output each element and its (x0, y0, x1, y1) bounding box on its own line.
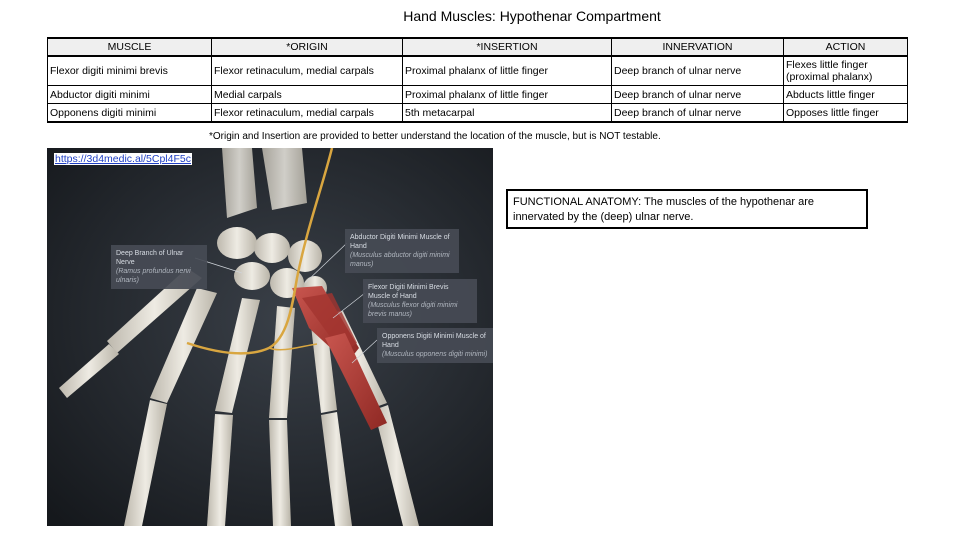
header-action: ACTION (783, 37, 908, 57)
callout-flexor-digiti-minimi-brevis: Flexor Digiti Minimi Brevis Muscle of Ha… (363, 279, 477, 323)
callout-subtitle: (Ramus profundus nervi ulnaris) (116, 268, 191, 284)
cell-action: Flexes little finger (proximal phalanx) (783, 55, 908, 86)
cell-insertion: Proximal phalanx of little finger (402, 85, 612, 104)
muscle-table: MUSCLE *ORIGIN *INSERTION INNERVATION AC… (47, 37, 908, 123)
cell-origin: Flexor retinaculum, medial carpals (211, 55, 403, 86)
cell-muscle: Flexor digiti minimi brevis (47, 55, 212, 86)
cell-origin: Flexor retinaculum, medial carpals (211, 103, 403, 123)
callout-deep-branch-ulnar-nerve: Deep Branch of Ulnar Nerve (Ramus profun… (111, 245, 207, 289)
page-title: Hand Muscles: Hypothenar Compartment (403, 8, 661, 24)
hand-anatomy-image: Deep Branch of Ulnar Nerve (Ramus profun… (47, 148, 493, 526)
table-row: Flexor digiti minimi brevis Flexor retin… (47, 55, 908, 86)
callout-title: Opponens Digiti Minimi Muscle of Hand (382, 333, 486, 349)
callout-subtitle: (Musculus abductor digiti minimi manus) (350, 252, 450, 268)
reference-link[interactable]: https://3d4medic.al/5Cpl4F5c (54, 153, 192, 165)
callout-title: Abductor Digiti Minimi Muscle of Hand (350, 234, 450, 250)
cell-muscle: Abductor digiti minimi (47, 85, 212, 104)
cell-insertion: Proximal phalanx of little finger (402, 55, 612, 86)
opponens-muscle (325, 333, 387, 430)
cell-insertion: 5th metacarpal (402, 103, 612, 123)
cell-action: Abducts little finger (783, 85, 908, 104)
footnote: *Origin and Insertion are provided to be… (209, 131, 661, 142)
cell-innervation: Deep branch of ulnar nerve (611, 103, 784, 123)
callout-subtitle: (Musculus flexor digiti minimi brevis ma… (368, 302, 458, 318)
callout-subtitle: (Musculus opponens digiti minimi) (382, 351, 488, 358)
callout-title: Flexor Digiti Minimi Brevis Muscle of Ha… (368, 284, 449, 300)
cell-muscle: Opponens digiti minimi (47, 103, 212, 123)
cell-action: Opposes little finger (783, 103, 908, 123)
table-row: Opponens digiti minimi Flexor retinaculu… (47, 103, 908, 123)
header-muscle: MUSCLE (47, 37, 212, 57)
cell-origin: Medial carpals (211, 85, 403, 104)
functional-anatomy-box: FUNCTIONAL ANATOMY: The muscles of the h… (506, 189, 868, 229)
callout-opponens-digiti-minimi: Opponens Digiti Minimi Muscle of Hand (M… (377, 328, 493, 363)
header-origin: *ORIGIN (211, 37, 403, 57)
header-insertion: *INSERTION (402, 37, 612, 57)
header-innervation: INNERVATION (611, 37, 784, 57)
cell-innervation: Deep branch of ulnar nerve (611, 55, 784, 86)
callout-abductor-digiti-minimi: Abductor Digiti Minimi Muscle of Hand (M… (345, 229, 459, 273)
table-row: Abductor digiti minimi Medial carpals Pr… (47, 85, 908, 104)
cell-innervation: Deep branch of ulnar nerve (611, 85, 784, 104)
callout-title: Deep Branch of Ulnar Nerve (116, 250, 184, 266)
table-header-row: MUSCLE *ORIGIN *INSERTION INNERVATION AC… (47, 37, 908, 57)
